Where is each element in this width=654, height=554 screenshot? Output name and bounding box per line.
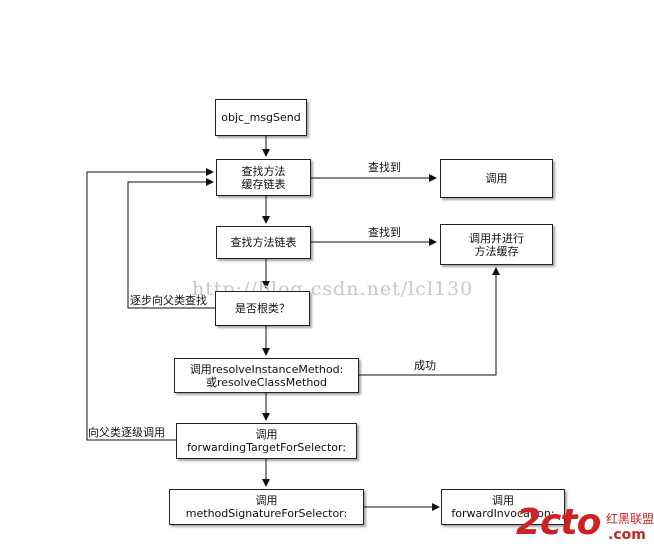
node-forward-invocation-line2: forwardInvocation: <box>451 507 555 520</box>
node-is-root-class-label: 是否根类？ <box>235 302 290 315</box>
node-forward-invocation-line1: 调用 <box>492 494 514 507</box>
node-resolve-method: 调用resolveInstanceMethod: 或resolveClassMe… <box>174 358 359 393</box>
node-method-lookup-label: 查找方法链表 <box>230 236 297 249</box>
node-forwarding-target: 调用 forwardingTargetForSelector: <box>176 423 357 459</box>
node-invoke-and-cache-line2: 方法缓存 <box>474 244 519 258</box>
arrow-resolve-success-to-invoke-cache <box>359 267 500 376</box>
node-cache-lookup: 查找方法 缓存链表 <box>216 159 311 196</box>
node-invoke: 调用 <box>440 159 553 198</box>
logo-chinese-text: 红黑联盟 <box>606 512 654 526</box>
edge-label-found-1: 查找到 <box>368 161 401 174</box>
node-objc-msgsend-label: objc_msgSend <box>221 111 301 124</box>
node-forward-invocation: 调用 forwardInvocation: <box>441 489 565 525</box>
edge-label-found-2: 查找到 <box>368 226 401 239</box>
logo-domain-text: .com <box>608 527 646 543</box>
edge-label-parent-forward: 向父类逐级调用 <box>88 426 165 439</box>
node-method-signature: 调用 methodSignatureForSelector: <box>169 489 364 525</box>
logo-main-text: 2cto <box>516 502 601 543</box>
node-invoke-label: 调用 <box>485 172 508 185</box>
node-invoke-and-cache: 调用并进行 方法缓存 <box>440 224 553 265</box>
node-resolve-method-line2: 或resolveClassMethod <box>205 375 328 389</box>
arrow-forwarding-loop-to-cache <box>86 168 214 441</box>
node-method-lookup: 查找方法链表 <box>216 226 311 259</box>
node-cache-lookup-line1: 查找方法 <box>241 164 286 178</box>
arrow-root-loop-to-cache <box>127 178 215 309</box>
node-forwarding-target-line2: forwardingTargetForSelector: <box>186 441 347 454</box>
node-forwarding-target-line1: 调用 <box>255 428 278 441</box>
node-is-root-class: 是否根类？ <box>215 291 310 326</box>
node-method-signature-line1: 调用 <box>255 494 278 507</box>
node-cache-lookup-line2: 缓存链表 <box>241 177 286 191</box>
node-method-signature-line2: methodSignatureForSelector: <box>185 507 348 520</box>
site-logo: 2cto 红黑联盟 .com <box>510 500 654 550</box>
node-resolve-method-line1: 调用resolveInstanceMethod: <box>189 362 344 376</box>
edge-label-step-up-parent: 逐步向父类查找 <box>130 294 207 307</box>
edge-label-success: 成功 <box>414 359 436 372</box>
node-invoke-and-cache-line1: 调用并进行 <box>469 231 524 245</box>
node-objc-msgsend: objc_msgSend <box>215 99 307 136</box>
